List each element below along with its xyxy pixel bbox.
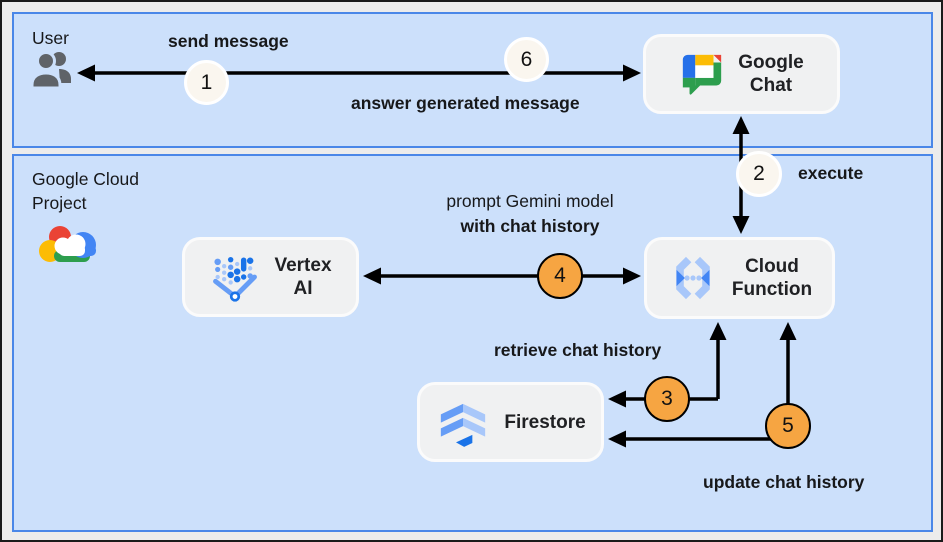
step-4-badge: 4	[537, 253, 583, 299]
update-history-label: update chat history	[703, 472, 865, 492]
node-vertex-ai: Vertex AI	[182, 237, 359, 317]
prompt-gemini-label: prompt Gemini model with chat history	[400, 189, 660, 239]
step-6-badge: 6	[504, 37, 549, 82]
vertex-ai-icon	[209, 251, 261, 303]
firestore-icon	[435, 394, 491, 450]
node-vertex-ai-label: Vertex AI	[274, 255, 332, 299]
node-firestore-label: Firestore	[504, 411, 586, 433]
retrieve-history-label: retrieve chat history	[494, 340, 662, 360]
step-5-badge: 5	[765, 403, 811, 449]
step-2-badge: 2	[736, 151, 782, 197]
execute-label: execute	[798, 163, 864, 183]
node-firestore: Firestore	[417, 382, 604, 462]
node-google-chat-label: Google Chat	[738, 52, 804, 96]
cloud-function-icon	[667, 252, 719, 304]
user-icon	[28, 48, 76, 90]
step-1-badge: 1	[184, 60, 229, 105]
step-3-badge: 3	[644, 376, 690, 422]
google-cloud-icon	[36, 220, 100, 268]
node-cloud-function-label: Cloud Function	[731, 256, 813, 300]
send-message-label: send message	[168, 31, 289, 51]
node-cloud-function: Cloud Function	[644, 237, 835, 319]
answer-generated-label: answer generated message	[351, 93, 580, 113]
prompt-gemini-label-line2: with chat history	[460, 216, 600, 236]
prompt-gemini-label-line1: prompt Gemini model	[446, 191, 614, 211]
google-chat-icon	[679, 51, 725, 97]
node-google-chat: Google Chat	[643, 34, 840, 114]
gcp-zone-title: Google Cloud Project	[32, 169, 140, 213]
gcp-zone	[12, 154, 933, 532]
user-zone-title: User	[32, 28, 69, 48]
